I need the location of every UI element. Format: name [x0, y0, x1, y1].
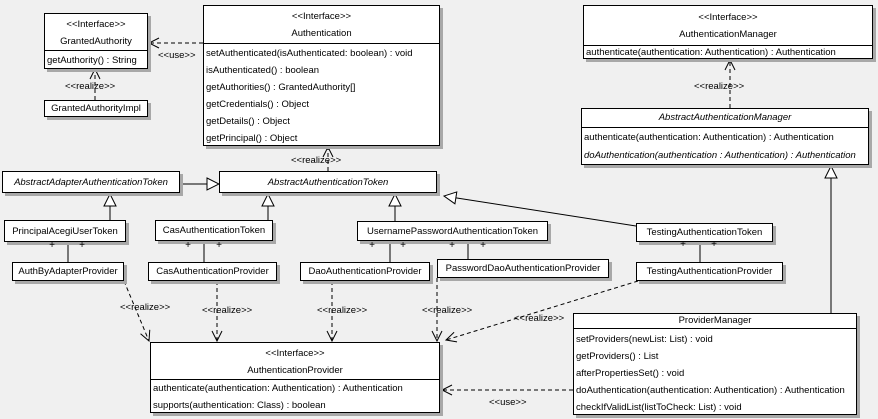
class-dao-authentication-provider: DaoAuthenticationProvider [300, 262, 430, 281]
class-name: GrantedAuthorityImpl [51, 103, 141, 114]
class-name: TestingAuthenticationToken [646, 227, 763, 238]
method: setAuthenticated(isAuthenticated: boolea… [206, 48, 413, 59]
method: getDetails() : Object [206, 116, 290, 127]
class-abstract-authentication-manager: AbstractAuthenticationManager authentica… [581, 108, 869, 165]
class-username-password-authentication-token: UsernamePasswordAuthenticationToken [357, 221, 548, 241]
association-end-plus: + [480, 240, 486, 251]
method: getAuthority() : String [47, 55, 137, 66]
class-provider-manager: ProviderManager setProviders(newList: Li… [573, 313, 857, 415]
stereotype-label: <<Interface>> [698, 12, 758, 23]
class-name: AuthenticationProvider [247, 365, 343, 376]
edge-label-realize: <<realize>> [694, 81, 745, 92]
class-name: TestingAuthenticationProvider [646, 266, 773, 277]
class-cas-authentication-provider: CasAuthenticationProvider [148, 262, 277, 281]
edge-generalization-testing-token [444, 196, 637, 227]
method: getPrincipal() : Object [206, 133, 298, 144]
class-name: AbstractAuthenticationToken [267, 176, 389, 188]
class-name: UsernamePasswordAuthenticationToken [366, 225, 539, 237]
class-name: PasswordDaoAuthenticationProvider [445, 263, 601, 274]
class-name: AbstractAdapterAuthenticationToken [14, 176, 168, 188]
method: setProviders(newList: List) : void [576, 334, 713, 345]
edge-realize-authbyadapter [123, 280, 149, 341]
association-end-plus: + [400, 240, 406, 251]
class-authentication-provider: <<Interface>> AuthenticationProvider aut… [150, 342, 440, 413]
edge-label-use: <<use>> [158, 50, 196, 61]
association-end-plus: + [79, 240, 85, 251]
stereotype-label: <<Interface>> [291, 11, 352, 22]
class-name: Authentication [291, 28, 352, 39]
edge-label-realize: <<realize>> [317, 305, 368, 316]
edge-label-realize: <<realize>> [291, 155, 342, 166]
method: checkIfValidList(listToCheck: List) : vo… [576, 402, 742, 413]
edge-label-realize: <<realize>> [422, 305, 473, 316]
class-name: AuthenticationManager [679, 29, 777, 40]
method-abstract: doAuthentication(authentication : Authen… [584, 150, 856, 161]
class-granted-authority: <<Interface>> GrantedAuthority getAuthor… [44, 13, 148, 69]
edge-realize-testingprovider [446, 280, 639, 340]
class-testing-authentication-token: TestingAuthenticationToken [636, 223, 773, 242]
class-abstract-authentication-token: AbstractAuthenticationToken [219, 171, 437, 193]
association-end-plus: + [185, 240, 191, 251]
class-authentication-manager: <<Interface>> AuthenticationManager auth… [583, 5, 873, 59]
class-testing-authentication-provider: TestingAuthenticationProvider [636, 262, 783, 281]
class-authentication: <<Interface>> Authentication setAuthenti… [203, 5, 440, 146]
method: afterPropertiesSet() : void [576, 368, 685, 379]
class-auth-by-adapter-provider: AuthByAdapterProvider [12, 262, 124, 281]
class-name: GrantedAuthority [60, 36, 132, 47]
class-name: ProviderManager [678, 315, 752, 326]
association-end-plus: + [711, 239, 717, 250]
edge-label-realize: <<realize>> [202, 305, 253, 316]
class-name: CasAuthenticationToken [162, 225, 266, 236]
method: getCredentials() : Object [206, 99, 309, 110]
association-end-plus: + [680, 239, 686, 250]
class-principal-acegi-user-token: PrincipalAcegiUserToken [4, 220, 126, 242]
edge-label-use: <<use>> [489, 397, 527, 408]
method: authenticate(authentication: Authenticat… [584, 132, 834, 143]
method: getAuthorities() : GrantedAuthority[] [206, 82, 356, 93]
edge-label-realize: <<realize>> [65, 81, 116, 92]
class-granted-authority-impl: GrantedAuthorityImpl [44, 100, 148, 117]
edge-label-realize: <<realize>> [120, 302, 171, 313]
class-name: CasAuthenticationProvider [156, 266, 269, 277]
edge-label-realize: <<realize>> [514, 313, 565, 324]
association-end-plus: + [49, 240, 55, 251]
association-end-plus: + [449, 240, 455, 251]
method: supports(authentication: Class) : boolea… [153, 400, 326, 411]
stereotype-label: <<Interface>> [66, 19, 126, 30]
class-name: PrincipalAcegiUserToken [12, 225, 118, 237]
association-end-plus: + [369, 240, 375, 251]
class-name: AbstractAuthenticationManager [658, 112, 792, 123]
stereotype-label: <<Interface>> [265, 348, 325, 359]
class-name: DaoAuthenticationProvider [308, 266, 422, 277]
method: isAuthenticated() : boolean [206, 65, 320, 76]
class-password-dao-authentication-provider: PasswordDaoAuthenticationProvider [437, 259, 609, 278]
method: doAuthentication(authentication: Authent… [576, 385, 845, 396]
class-abstract-adapter-authentication-token: AbstractAdapterAuthenticationToken [2, 171, 180, 193]
class-cas-authentication-token: CasAuthenticationToken [155, 220, 273, 241]
method: getProviders() : List [576, 351, 659, 362]
method: authenticate(authentication: Authenticat… [586, 47, 836, 58]
class-name: AuthByAdapterProvider [18, 266, 118, 277]
association-end-plus: + [216, 240, 222, 251]
method: authenticate(authentication: Authenticat… [153, 383, 403, 394]
